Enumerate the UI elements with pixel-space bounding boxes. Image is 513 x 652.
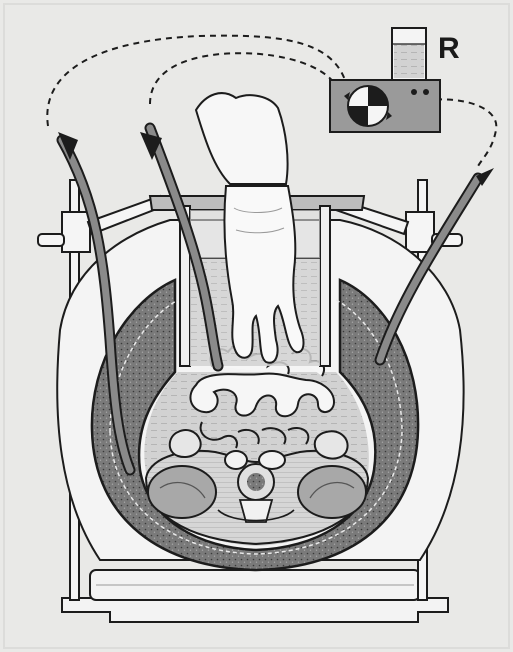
left-kidney [148,466,216,518]
pump-dial-2 [423,89,429,95]
left-clamp [62,212,90,252]
reservoir-label: R [438,32,460,65]
right-kidney [298,466,366,518]
ascending-colon [170,430,201,457]
aorta [225,451,247,469]
cylinder-right-wall [320,206,330,366]
spinous-process [240,500,272,522]
left-knob [38,234,64,246]
operating-table [62,570,448,622]
descending-colon [315,431,348,458]
vena-cava [259,451,285,469]
pump-dial-1 [411,89,417,95]
right-clamp [406,212,434,252]
